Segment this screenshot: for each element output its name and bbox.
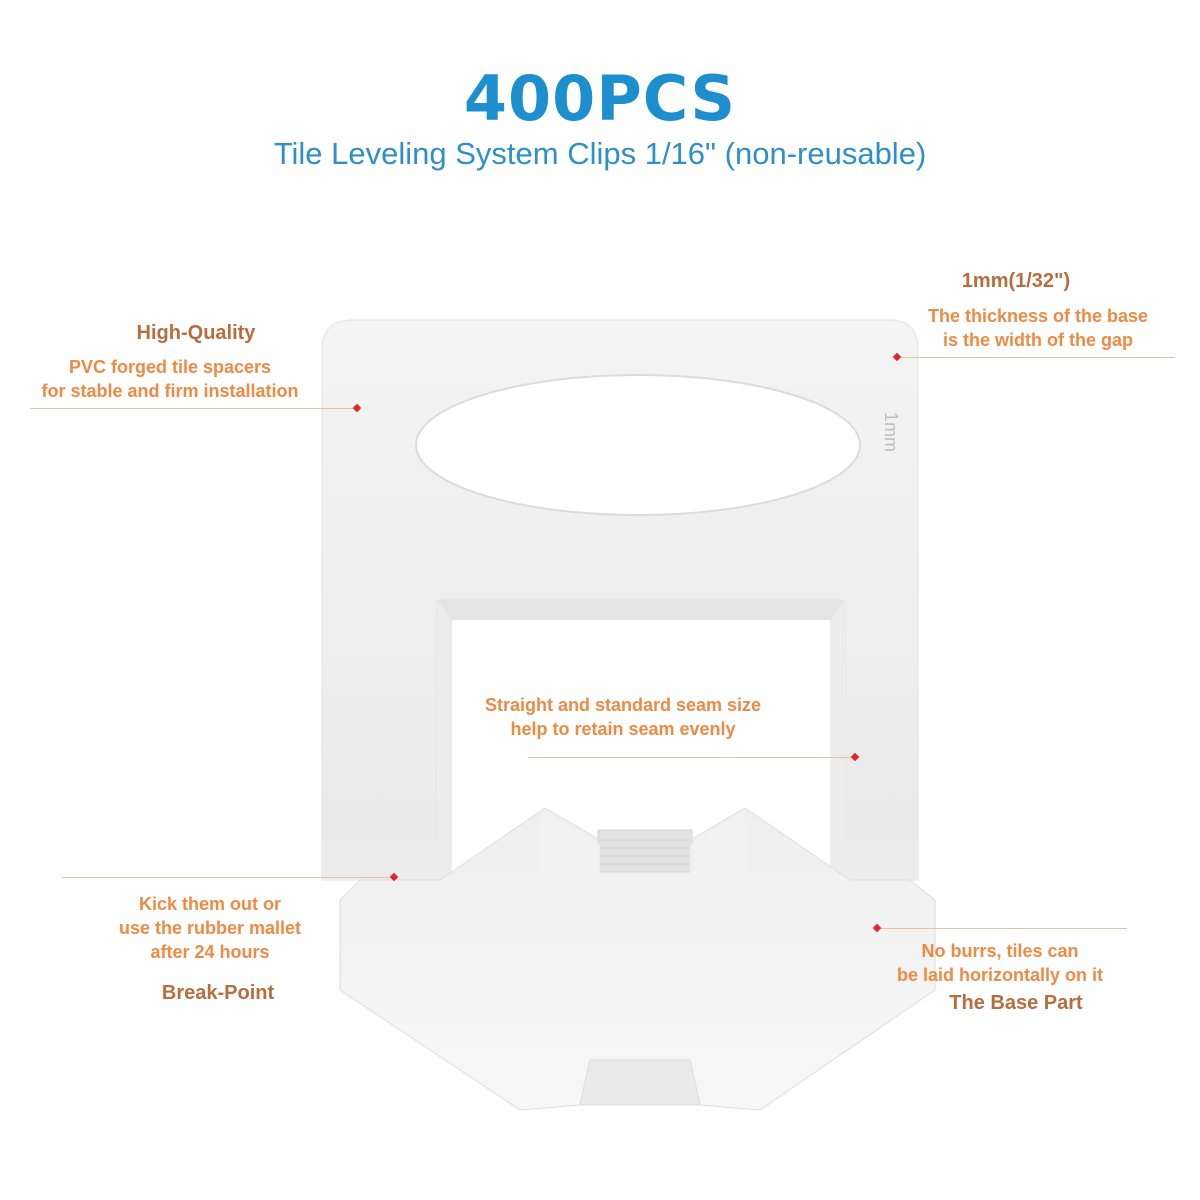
annotation-break-point-line1: Kick them out or xyxy=(138,894,281,914)
annotation-high-quality-line2: for stable and firm installation xyxy=(41,381,299,401)
leader-line-high-quality xyxy=(30,408,360,409)
annotation-base-part-title: The Base Part xyxy=(949,992,1083,1014)
annotation-thickness-line2: is the width of the gap xyxy=(943,330,1133,350)
product-subtitle: Tile Leveling System Clips 1/16" (non-re… xyxy=(273,136,927,171)
leader-line-seam xyxy=(528,757,858,758)
annotation-seam-line1: Straight and standard seam size xyxy=(484,695,762,715)
annotation-seam-line2: help to retain seam evenly xyxy=(510,719,736,739)
leader-line-base-part xyxy=(877,928,1127,929)
annotation-break-point-title: Break-Point xyxy=(161,982,275,1004)
headline-quantity: 400PCS xyxy=(463,62,737,135)
annotation-break-point-line2: use the rubber mallet xyxy=(118,918,302,938)
clip-thickness-marking: 1mm xyxy=(881,412,901,452)
annotation-base-part-line2: be laid horizontally on it xyxy=(896,965,1103,985)
annotation-high-quality-title: High-Quality xyxy=(136,322,256,344)
annotation-high-quality-line1: PVC forged tile spacers xyxy=(68,357,272,377)
clip-base-ridge xyxy=(597,829,693,873)
annotation-break-point-line3: after 24 hours xyxy=(150,942,270,962)
clip-window xyxy=(415,374,861,516)
leader-line-break-point xyxy=(62,877,396,878)
annotation-base-part-line1: No burrs, tiles can xyxy=(921,941,1079,961)
leader-line-thickness xyxy=(897,357,1175,358)
annotation-thickness-title: 1mm(1/32") xyxy=(961,270,1071,292)
annotation-thickness-line1: The thickness of the base xyxy=(927,306,1149,326)
